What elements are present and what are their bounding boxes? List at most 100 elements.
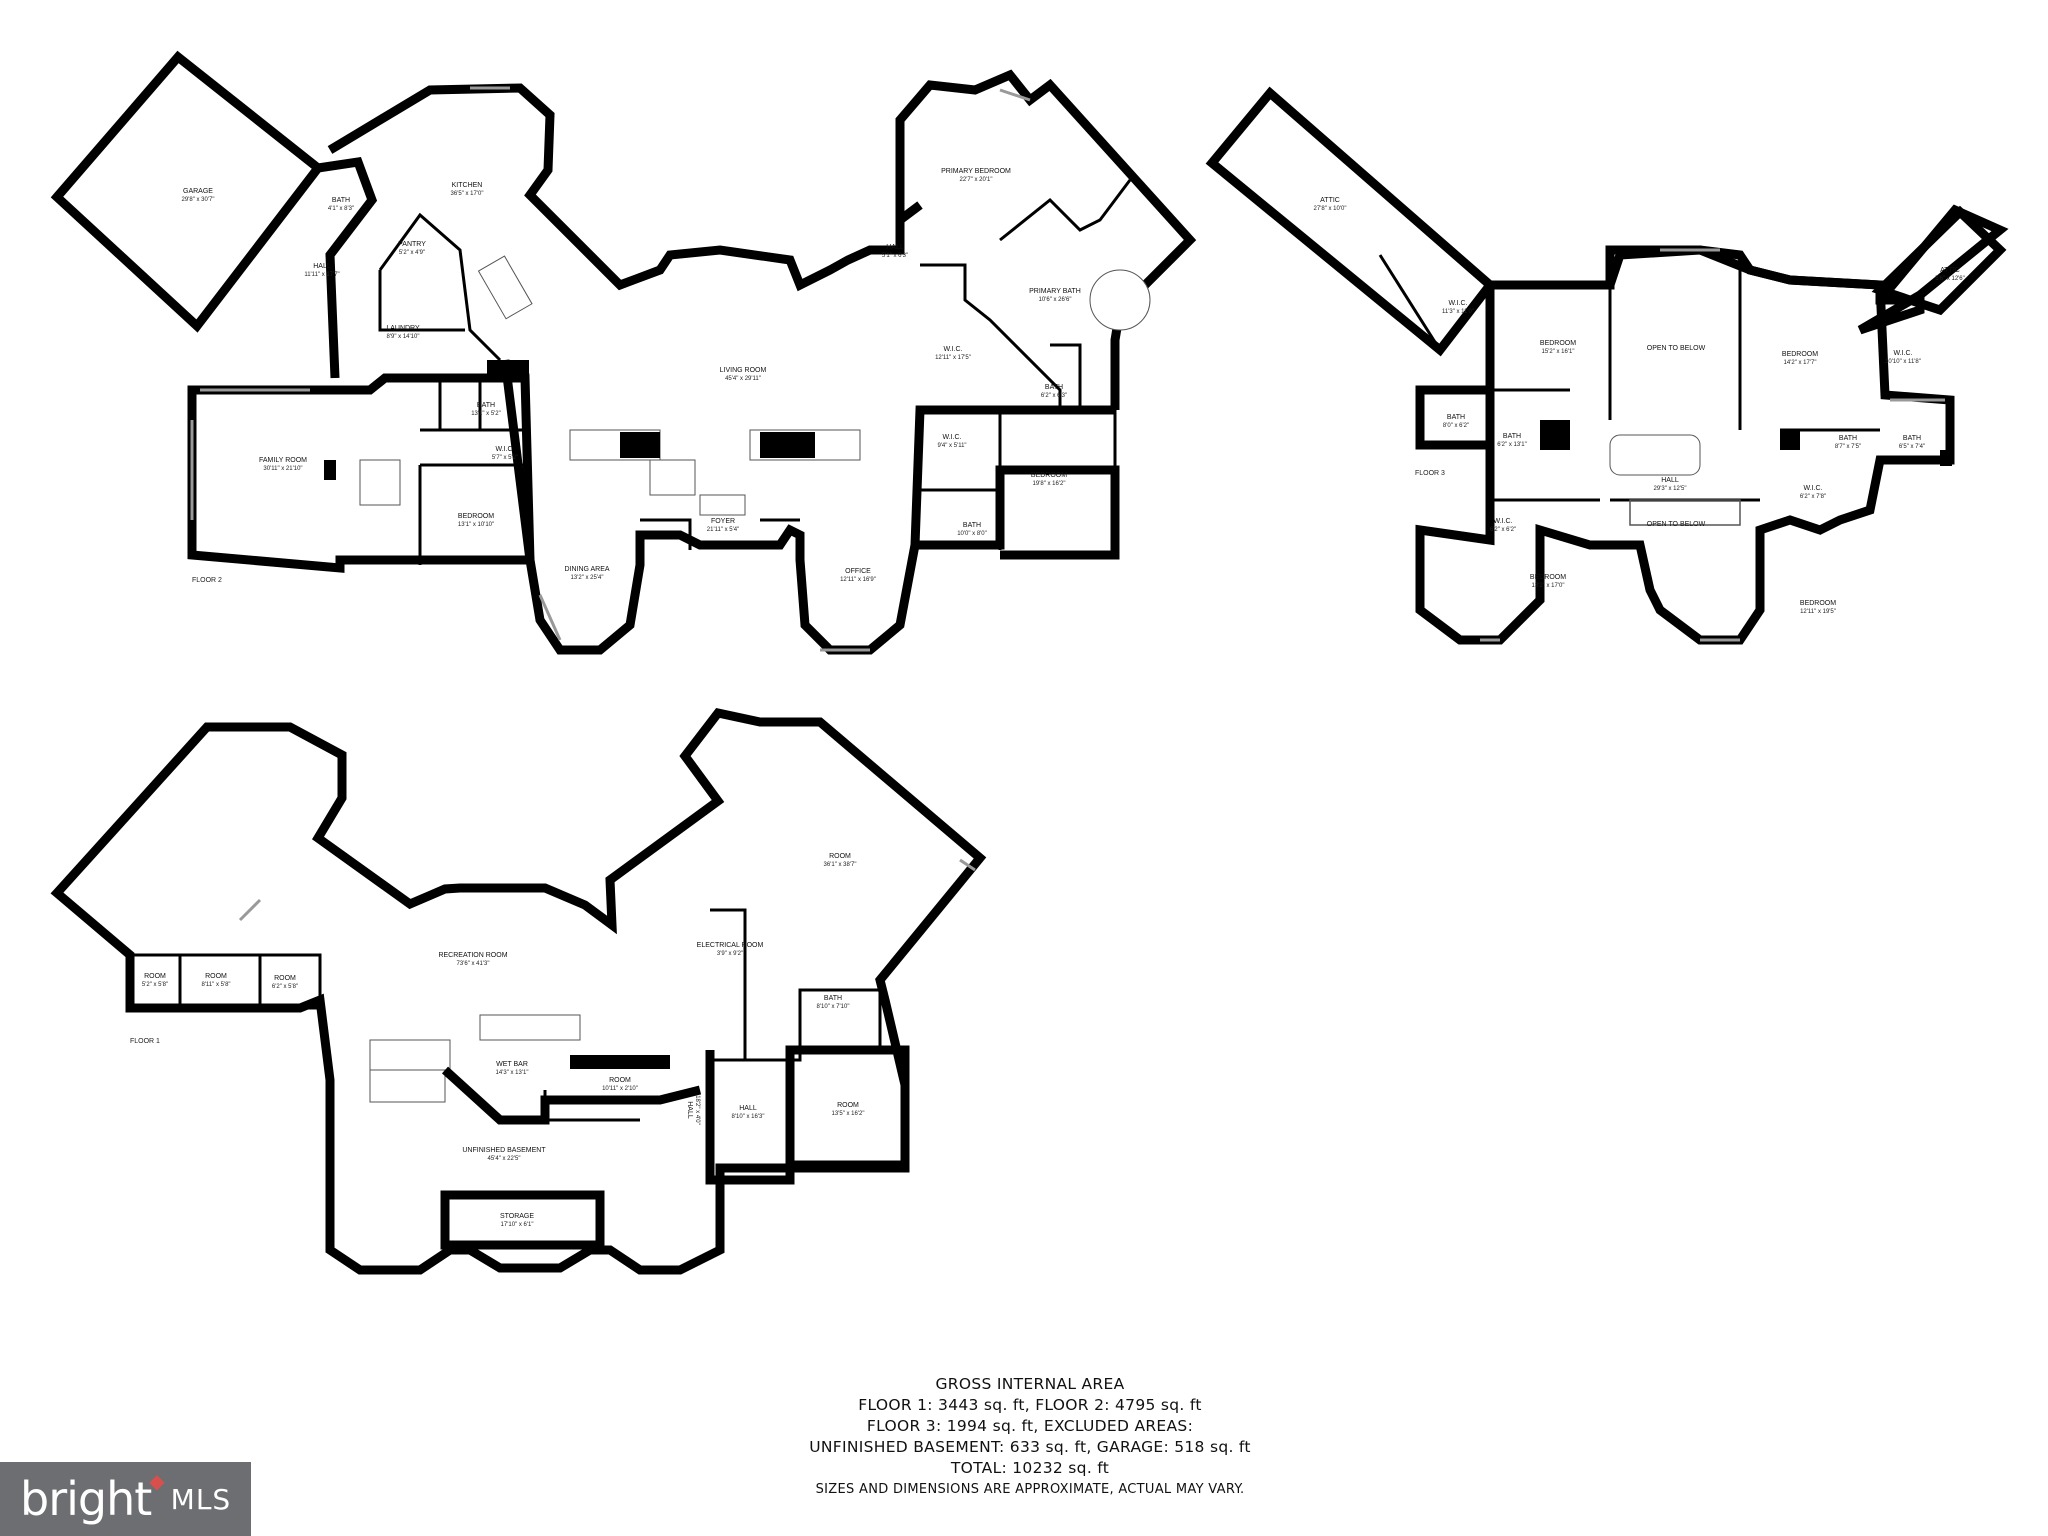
wic-3-name: W.I.C. — [942, 434, 961, 441]
electrical-room-name: ELECTRICAL ROOM — [697, 942, 764, 949]
wet-bar-dimensions: 14'3" x 13'1" — [496, 1070, 529, 1076]
kitchen-name: KITCHEN — [452, 182, 483, 189]
bedroom-3-dimensions: 15'2" x 16'1" — [1542, 349, 1575, 355]
wet-bar-name: WET BAR — [496, 1061, 528, 1068]
living-room-dimensions: 45'4" x 29'11" — [725, 376, 761, 382]
hall-5-dimensions: 18'2" x 4'0" — [694, 1095, 700, 1125]
bath-3-name: BATH — [1045, 384, 1063, 391]
room-large-name: ROOM — [829, 853, 851, 860]
laundry-name: LAUNDRY — [386, 325, 420, 332]
office-dimensions: 12'11" x 16'9" — [840, 577, 876, 583]
family-room-walls — [187, 373, 535, 573]
kitchen-dimensions: 36'5" x 17'0" — [451, 191, 484, 197]
bedroom-4-name: BEDROOM — [1782, 351, 1818, 358]
hall-1-dimensions: 11'11" x 17'7" — [304, 272, 339, 278]
dining-area-dimensions: 13'2" x 25'4" — [571, 575, 604, 581]
left-bath-walls — [1415, 385, 1490, 450]
basement-outer-walls — [50, 708, 987, 1275]
attic-2-name: ATTIC — [1940, 267, 1960, 274]
unfinished-basement-dimensions: 45'4" x 22'5" — [488, 1156, 521, 1162]
floor-1-plan — [50, 708, 987, 1275]
wic-1-dimensions: 5'7" x 5'2" — [492, 455, 518, 461]
recreation-room-name: RECREATION ROOM — [438, 952, 507, 959]
primary-bedroom-name: PRIMARY BEDROOM — [941, 168, 1011, 175]
bath-garage-name: BATH — [332, 197, 350, 204]
floor-3-plan — [1205, 86, 2009, 645]
kitchen-outer-walls — [327, 83, 923, 292]
room-a-name: ROOM — [144, 973, 166, 980]
bath-5-dimensions: 8'0" x 6'2" — [1443, 423, 1469, 429]
bath-4-dimensions: 10'0" x 8'0" — [957, 531, 987, 537]
summary-floor-1-2: FLOOR 1: 3443 sq. ft, FLOOR 2: 4795 sq. … — [858, 1396, 1202, 1414]
logo-mls: MLS — [170, 1482, 232, 1516]
foyer-name: FOYER — [711, 518, 735, 525]
logo-brand: bright — [20, 1472, 152, 1526]
bath-garage-dimensions: 4'1" x 8'3" — [328, 206, 354, 212]
bath-2-dimensions: 13'1" x 5'2" — [471, 411, 501, 417]
office-name: OFFICE — [845, 568, 871, 575]
dining-area-name: DINING AREA — [564, 566, 609, 573]
pantry-name: PANTRY — [398, 241, 426, 248]
bedroom-3-name: BEDROOM — [1540, 340, 1576, 347]
floor-3-main-walls — [1415, 245, 1955, 645]
storage-walls — [440, 1190, 605, 1250]
family-room-name: FAMILY ROOM — [259, 457, 307, 464]
room-c-name: ROOM — [274, 975, 296, 982]
bath-4-name: BATH — [963, 522, 981, 529]
room-a-dimensions: 5'2" x 5'8" — [142, 982, 168, 988]
hall-3-name: HALL — [1661, 477, 1679, 484]
floor-2-label: FLOOR 2 — [192, 577, 222, 584]
floor-3-label: FLOOR 3 — [1415, 470, 1445, 477]
family-room-dimensions: 30'11" x 21'10" — [263, 466, 302, 472]
bath-5-name: BATH — [1447, 414, 1465, 421]
room-d-name: ROOM — [609, 1077, 631, 1084]
summary-total: TOTAL: 10232 sq. ft — [950, 1459, 1110, 1477]
attic-1-dimensions: 27'8" x 10'0" — [1314, 206, 1347, 212]
wic-6-dimensions: 6'2" x 7'8" — [1800, 494, 1826, 500]
living-room-walls — [500, 359, 1115, 655]
bedroom-1-dimensions: 13'1" x 10'10" — [458, 522, 494, 528]
summary-excluded: UNFINISHED BASEMENT: 633 sq. ft, GARAGE:… — [809, 1438, 1251, 1456]
storage-name: STORAGE — [500, 1213, 534, 1220]
room-e-walls — [785, 1045, 910, 1170]
primary-bedroom-dimensions: 22'7" x 20'1" — [960, 177, 993, 183]
attic-2-dimensions: 5'6" x 12'6" — [1935, 276, 1965, 282]
bath-7-dimensions: 8'7" x 7'5" — [1835, 444, 1861, 450]
garage-dimensions: 29'8" x 30'7" — [182, 197, 215, 203]
unfinished-basement-name: UNFINISHED BASEMENT — [462, 1147, 546, 1154]
bedroom-1-name: BEDROOM — [458, 513, 494, 520]
primary-bath-dimensions: 10'6" x 26'6" — [1039, 297, 1072, 303]
wic-1-name: W.I.C. — [495, 446, 514, 453]
wic-2-name: W.I.C. — [943, 346, 962, 353]
bath-9-name: BATH — [824, 995, 842, 1002]
open-1-name: OPEN TO BELOW — [1647, 345, 1706, 352]
bedroom-4-dimensions: 14'2" x 17'7" — [1784, 360, 1817, 366]
room-d-dimensions: 10'11" x 2'10" — [602, 1086, 638, 1092]
logo-dot-icon: ◆ — [149, 1470, 165, 1493]
bath-6-name: BATH — [1503, 433, 1521, 440]
summary-title: GROSS INTERNAL AREA — [935, 1375, 1125, 1393]
wic-5-name: W.I.C. — [1893, 350, 1912, 357]
bath-8-dimensions: 6'5" x 7'4" — [1899, 444, 1925, 450]
hall-2-dimensions: 5'1" x 6'3" — [882, 253, 908, 259]
hall-5-name: HALL — [686, 1101, 693, 1119]
room-b-dimensions: 8'11" x 5'8" — [201, 982, 230, 988]
attic-1-name: ATTIC — [1320, 197, 1340, 204]
floor-2-plan — [50, 50, 1197, 655]
bedroom-2-dimensions: 19'8" x 16'2" — [1033, 481, 1066, 487]
wic-5-dimensions: 10'10" x 11'8" — [1885, 359, 1921, 365]
bath-3-dimensions: 6'2" x 6'3" — [1041, 393, 1067, 399]
room-b-name: ROOM — [205, 973, 227, 980]
room-e-dimensions: 13'5" x 16'2" — [832, 1111, 865, 1117]
summary-floor-3: FLOOR 3: 1994 sq. ft, EXCLUDED AREAS: — [866, 1417, 1194, 1435]
wic-3-dimensions: 9'4" x 5'11" — [937, 443, 966, 449]
hall-2-name: HALL — [886, 244, 904, 251]
storage-dimensions: 17'10" x 6'1" — [501, 1222, 534, 1228]
bright-mls-logo: bright ◆ MLS — [0, 1462, 251, 1536]
bath-7-name: BATH — [1839, 435, 1857, 442]
hall-4-dimensions: 8'10" x 16'3" — [732, 1114, 765, 1120]
hall-1-name: HALL — [313, 263, 331, 270]
bedroom-6-dimensions: 12'11" x 19'5" — [1800, 609, 1836, 615]
